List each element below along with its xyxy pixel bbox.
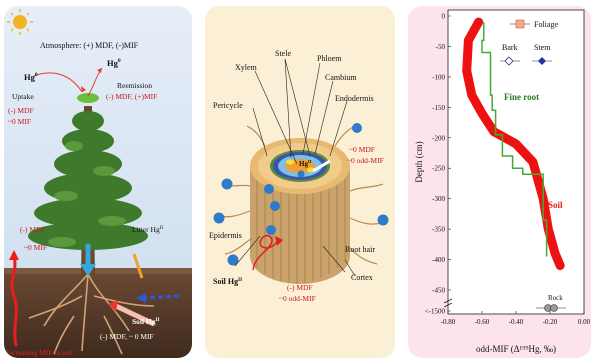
stele-label: Stele — [275, 49, 291, 58]
rock-label: Rock — [548, 294, 563, 302]
y-tick-label: -400 — [432, 256, 445, 264]
soil-label: Soil — [548, 200, 563, 210]
x-tick-label: -0.60 — [475, 318, 490, 326]
increasing-mif-label: Increasing MIF in soil — [6, 348, 73, 357]
reemission-values: (-) MDF, (+)MIF — [106, 92, 157, 101]
endodermis-label: Endodermis — [335, 94, 374, 103]
soil-values: (-) MDF, ~ 0 MIF — [100, 332, 154, 341]
root-cross-section-panel: Stele Phloem Xylem Cambium Endodermis Pe… — [205, 6, 395, 358]
legend-stem: Stem — [534, 43, 551, 52]
soil-left-mif: ~0 MIF — [24, 243, 47, 252]
root-hair-label: Root hair — [345, 245, 375, 254]
y-tick-label: <-1500 — [425, 308, 446, 316]
y-tick-label: -150 — [432, 104, 445, 112]
soil-hg-label: Soil HgII — [132, 317, 160, 326]
x-axis-title: odd-MIF (Δ¹⁹⁹Hg, ‰) — [476, 344, 556, 354]
atmosphere-label: Atmosphere: (+) MDF, (-)MIF — [40, 41, 139, 50]
leaf-icon — [77, 93, 99, 103]
y-axis-title: Depth (cm) — [414, 141, 424, 182]
phloem-label: Phloem — [317, 54, 342, 63]
uptake-mdf: (-) MDF — [8, 106, 34, 115]
soil-hg-label-2: Soil HgII — [213, 277, 242, 286]
x-tick-label: -0.20 — [543, 318, 558, 326]
uptake-mif: ~0 MIF — [8, 117, 31, 126]
y-tick-label: -250 — [432, 165, 445, 173]
y-tick-label: -300 — [432, 195, 445, 203]
pericycle-label: Pericycle — [213, 101, 243, 110]
reemission-label: Reemission — [117, 81, 152, 90]
y-tick-label: -200 — [432, 134, 445, 142]
forest-panel: Atmosphere: (+) MDF, (-)MIF Hg0 Hg0 Reem… — [4, 6, 192, 358]
y-tick-label: -100 — [432, 73, 445, 81]
cambium-label: Cambium — [325, 73, 357, 82]
y-tick-label: 0 — [442, 13, 446, 21]
bottom-mif: ~0 odd-MIF — [279, 294, 316, 303]
right-mdf: ~0 MDF — [349, 145, 375, 154]
x-tick-label: -0.40 — [509, 318, 524, 326]
foliage-marker — [516, 20, 524, 28]
epidermis-label: Epidermis — [209, 231, 242, 240]
cortex-label: Cortex — [351, 273, 373, 282]
soil-left-mdf: (-) MDF — [20, 225, 46, 234]
legend-foliage: Foliage — [534, 20, 558, 29]
bottom-mdf: (-) MDF — [287, 283, 313, 292]
litter-label: Litter HgII — [132, 225, 163, 234]
x-tick-label: -0.80 — [441, 318, 456, 326]
y-tick-label: -50 — [436, 43, 446, 51]
depth-profile-panel: Foliage Bark Stem Fine root Soil Rock 0 -… — [408, 6, 591, 358]
fine-root-label: Fine root — [504, 92, 539, 102]
x-tick-label: 0.00 — [578, 318, 591, 326]
right-mif: ~0 odd-MIF — [347, 156, 384, 165]
legend-bark: Bark — [502, 43, 518, 52]
uptake-label: Uptake — [12, 92, 34, 101]
soil-layer — [4, 268, 192, 358]
xylem-label: Xylem — [235, 63, 258, 72]
y-tick-label: -450 — [432, 287, 445, 295]
y-tick-label: -350 — [432, 226, 445, 234]
